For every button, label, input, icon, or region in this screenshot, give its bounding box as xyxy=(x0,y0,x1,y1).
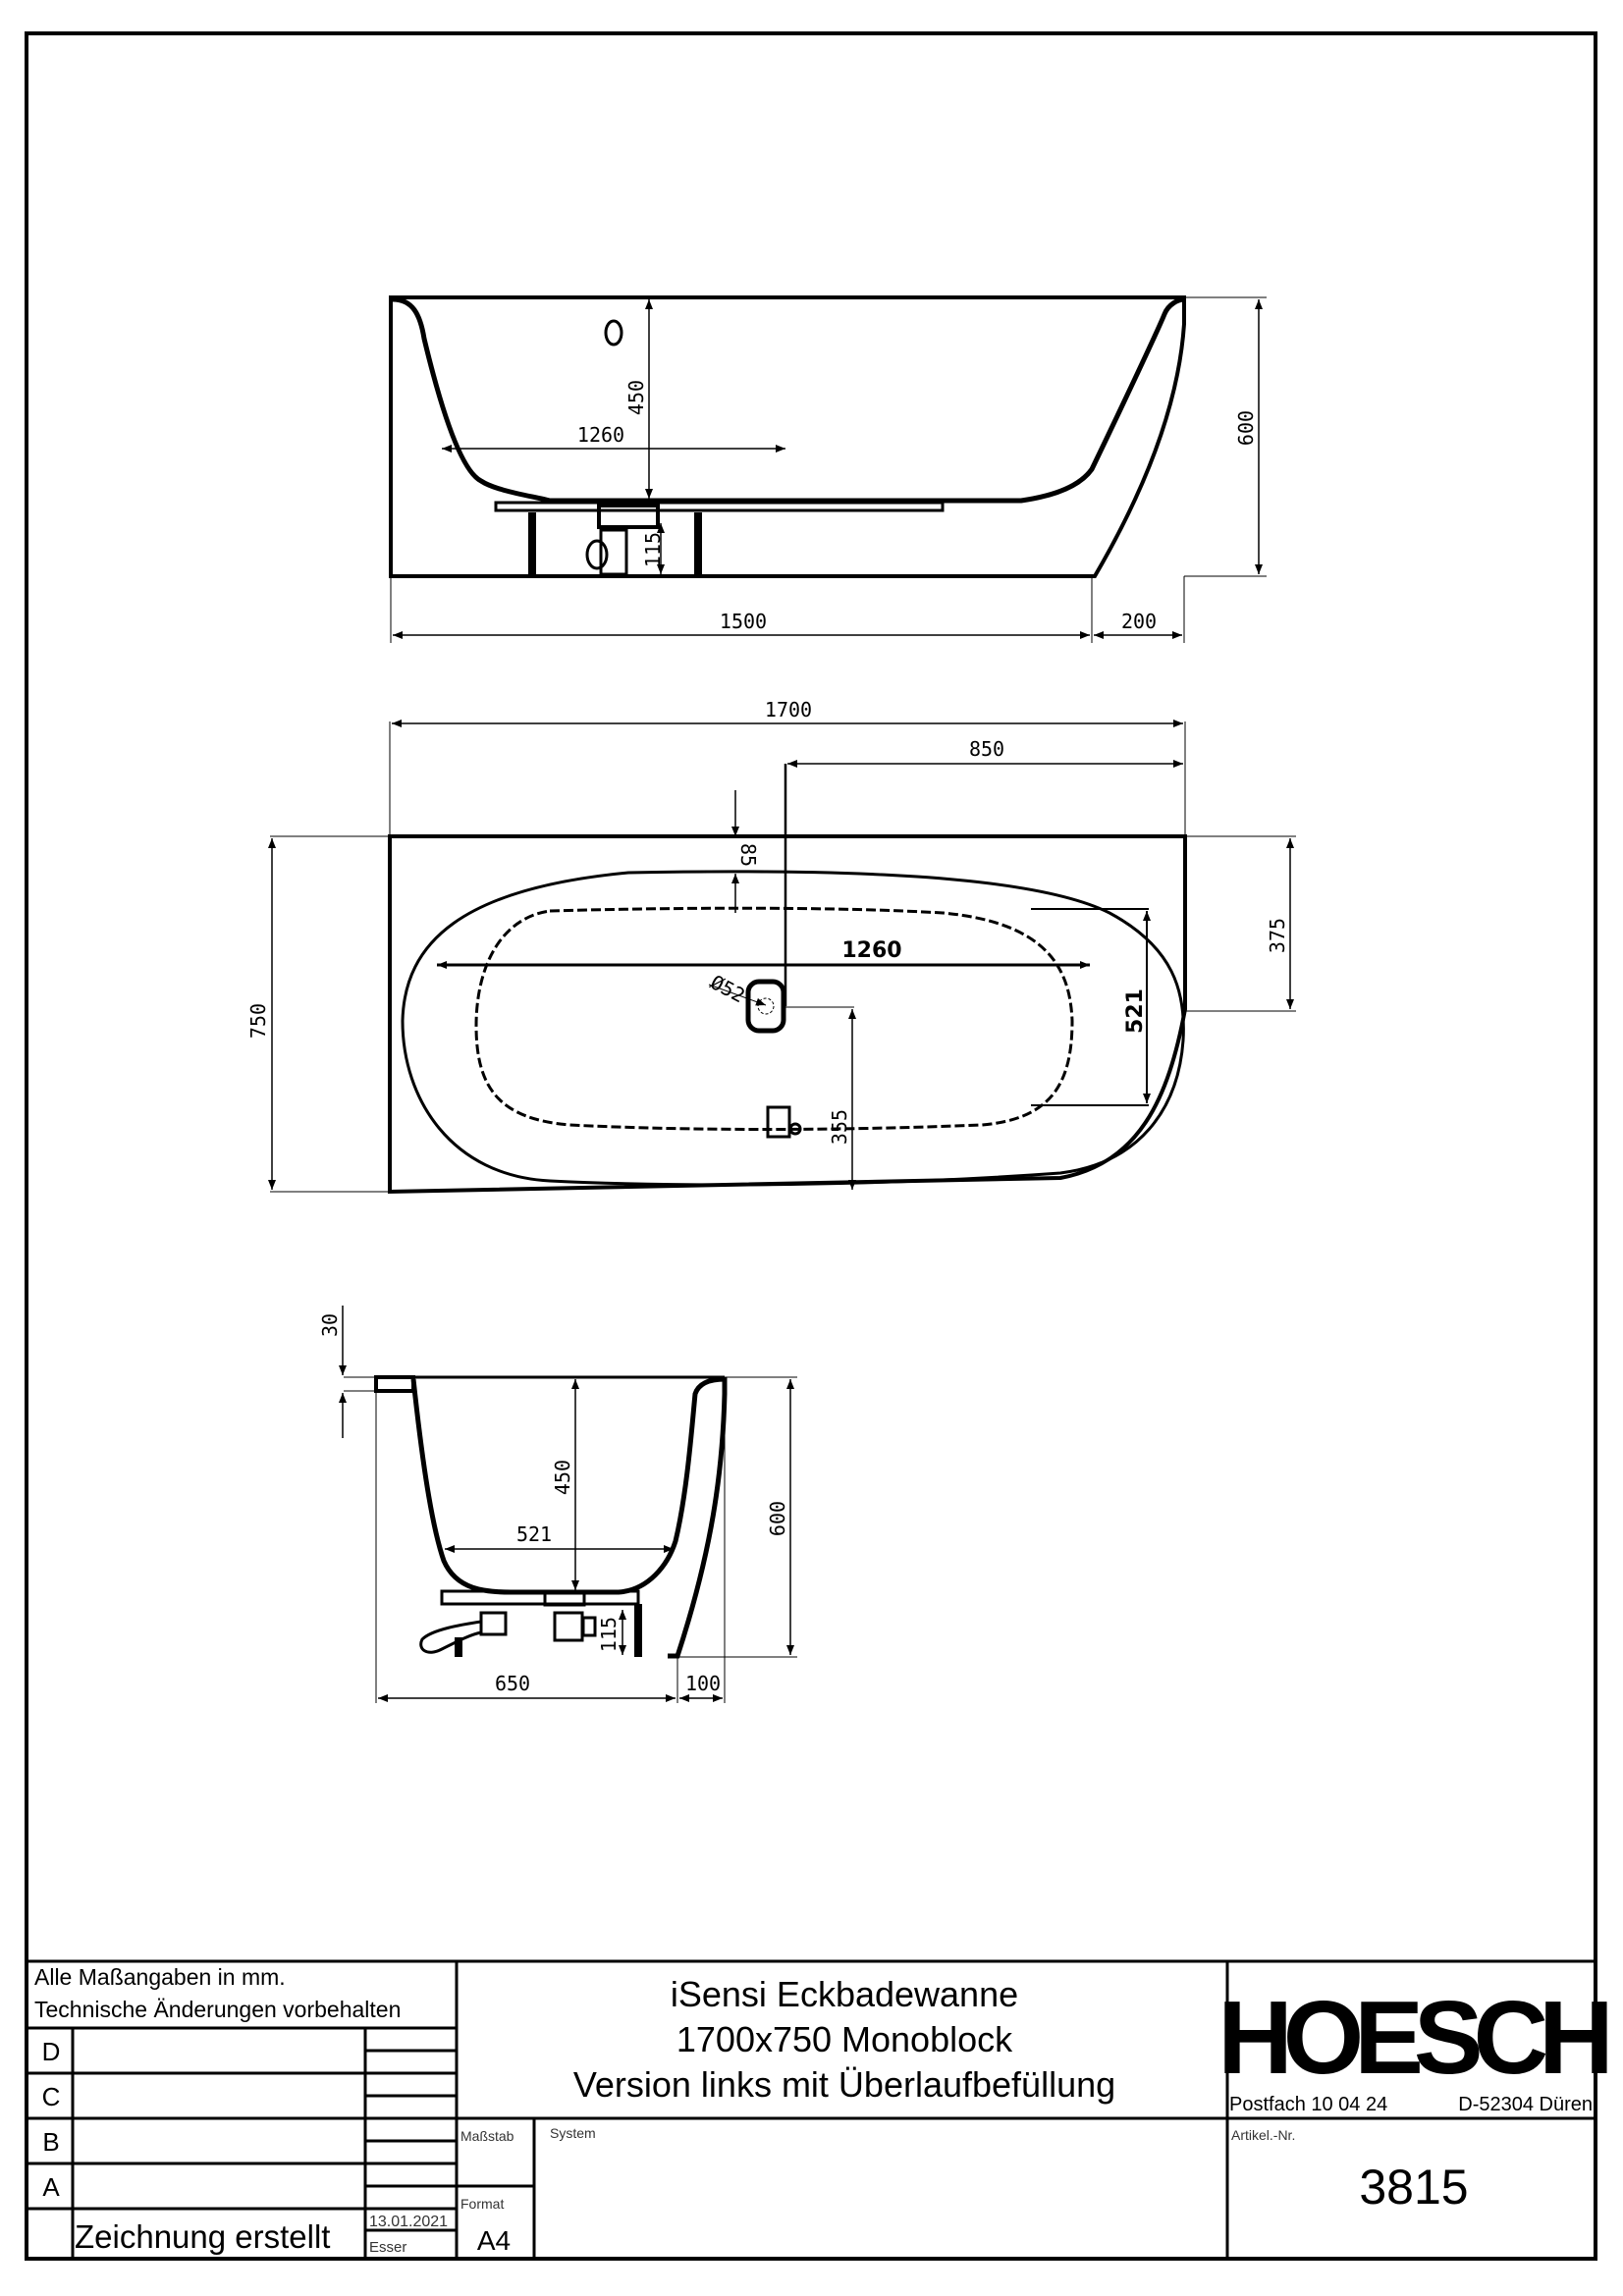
dim-450-long: 450 xyxy=(624,380,648,415)
dim-1500-long: 1500 xyxy=(720,610,767,633)
note-technical-changes: Technische Änderungen vorbehalten xyxy=(34,1997,401,2022)
dim-650-short: 650 xyxy=(495,1672,530,1695)
side-long-view: 1260 450 115 600 1500 200 xyxy=(389,295,1267,643)
base-frame-long xyxy=(494,501,945,512)
dim-115-short: 115 xyxy=(597,1617,621,1652)
drain-pipe-long xyxy=(585,539,609,570)
system-label: System xyxy=(550,2125,596,2141)
revision-letter-b: B xyxy=(42,2127,59,2157)
tub-outer-short xyxy=(668,1377,728,1659)
title-line-3: Version links mit Überlaufbefüllung xyxy=(573,2064,1115,2105)
created-by: Esser xyxy=(369,2239,406,2256)
drain-long xyxy=(597,504,660,529)
dim-diameter-52-top: Ø52 xyxy=(707,970,749,1007)
created-date: 13.01.2021 xyxy=(369,2214,448,2230)
top-view: 1700 850 85 750 375 1260 521 Ø52 355 xyxy=(246,698,1296,1195)
title-line-1: iSensi Eckbadewanne xyxy=(671,1974,1018,2014)
dim-521-short: 521 xyxy=(516,1522,552,1546)
dim-1260-top: 1260 xyxy=(841,938,901,963)
title-line-2: 1700x750 Monoblock xyxy=(676,2019,1013,2059)
tub-floor-top xyxy=(474,906,1074,1131)
dim-750-top: 750 xyxy=(246,1003,270,1039)
dim-850-top: 850 xyxy=(969,737,1004,761)
tub-rim-top xyxy=(401,870,1185,1187)
side-short-view: 30 450 521 600 115 650 100 xyxy=(318,1306,797,1703)
foot-left-long xyxy=(528,512,536,574)
company-postbox: Postfach 10 04 24 xyxy=(1229,2094,1387,2115)
base-frame-short xyxy=(440,1589,640,1606)
drain-top xyxy=(745,979,786,1034)
dim-375-top: 375 xyxy=(1266,918,1289,953)
article-number-label: Artikel.-Nr. xyxy=(1231,2127,1295,2143)
foot-left-short xyxy=(455,1637,462,1657)
revision-letter-c: C xyxy=(42,2082,61,2111)
foot-right-long xyxy=(694,512,702,574)
tub-outer-top xyxy=(388,834,1187,1195)
dim-30-short: 30 xyxy=(318,1313,342,1337)
format-value: A4 xyxy=(477,2225,511,2256)
format-label: Format xyxy=(460,2196,504,2212)
dim-85-top: 85 xyxy=(736,843,760,867)
created-label: Zeichnung erstellt xyxy=(75,2218,330,2255)
title-block xyxy=(27,1959,1596,2259)
dim-200-long: 200 xyxy=(1121,610,1157,633)
drain-assembly-short xyxy=(419,1591,597,1654)
tub-outer-long xyxy=(389,295,1186,578)
company-city: D-52304 Düren xyxy=(1458,2094,1593,2115)
title-block-text: Alle Maßangaben in mm. Technische Änderu… xyxy=(34,1964,1617,2256)
tub-bowl-long xyxy=(392,296,1185,504)
tub-bowl-short xyxy=(410,1376,726,1595)
article-number: 3815 xyxy=(1359,2160,1468,2215)
dim-1700-top: 1700 xyxy=(765,698,812,721)
drain-hole-top xyxy=(757,997,775,1015)
foot-right-short xyxy=(634,1604,642,1657)
dim-100-short: 100 xyxy=(685,1672,721,1695)
scale-label: Maßstab xyxy=(460,2128,514,2144)
dim-355-top: 355 xyxy=(828,1109,851,1145)
note-dimensions-mm: Alle Maßangaben in mm. xyxy=(34,1964,286,1990)
dim-450-short: 450 xyxy=(551,1460,574,1495)
overflow-fill-valve-top xyxy=(766,1105,802,1139)
dim-600-short: 600 xyxy=(766,1501,789,1536)
drawing-frame xyxy=(25,31,1597,2261)
rim-block-short xyxy=(374,1375,415,1393)
dim-1260-long: 1260 xyxy=(577,423,624,447)
dim-600-long: 600 xyxy=(1234,410,1258,446)
overflow-hole xyxy=(604,319,623,347)
dim-521-top: 521 xyxy=(1123,988,1148,1034)
revision-letter-a: A xyxy=(42,2172,60,2202)
revision-letter-d: D xyxy=(42,2037,61,2066)
drain-trap-long xyxy=(599,528,628,576)
company-logo: HOESCH xyxy=(1217,1980,1607,2096)
dim-115-long: 115 xyxy=(641,532,665,567)
